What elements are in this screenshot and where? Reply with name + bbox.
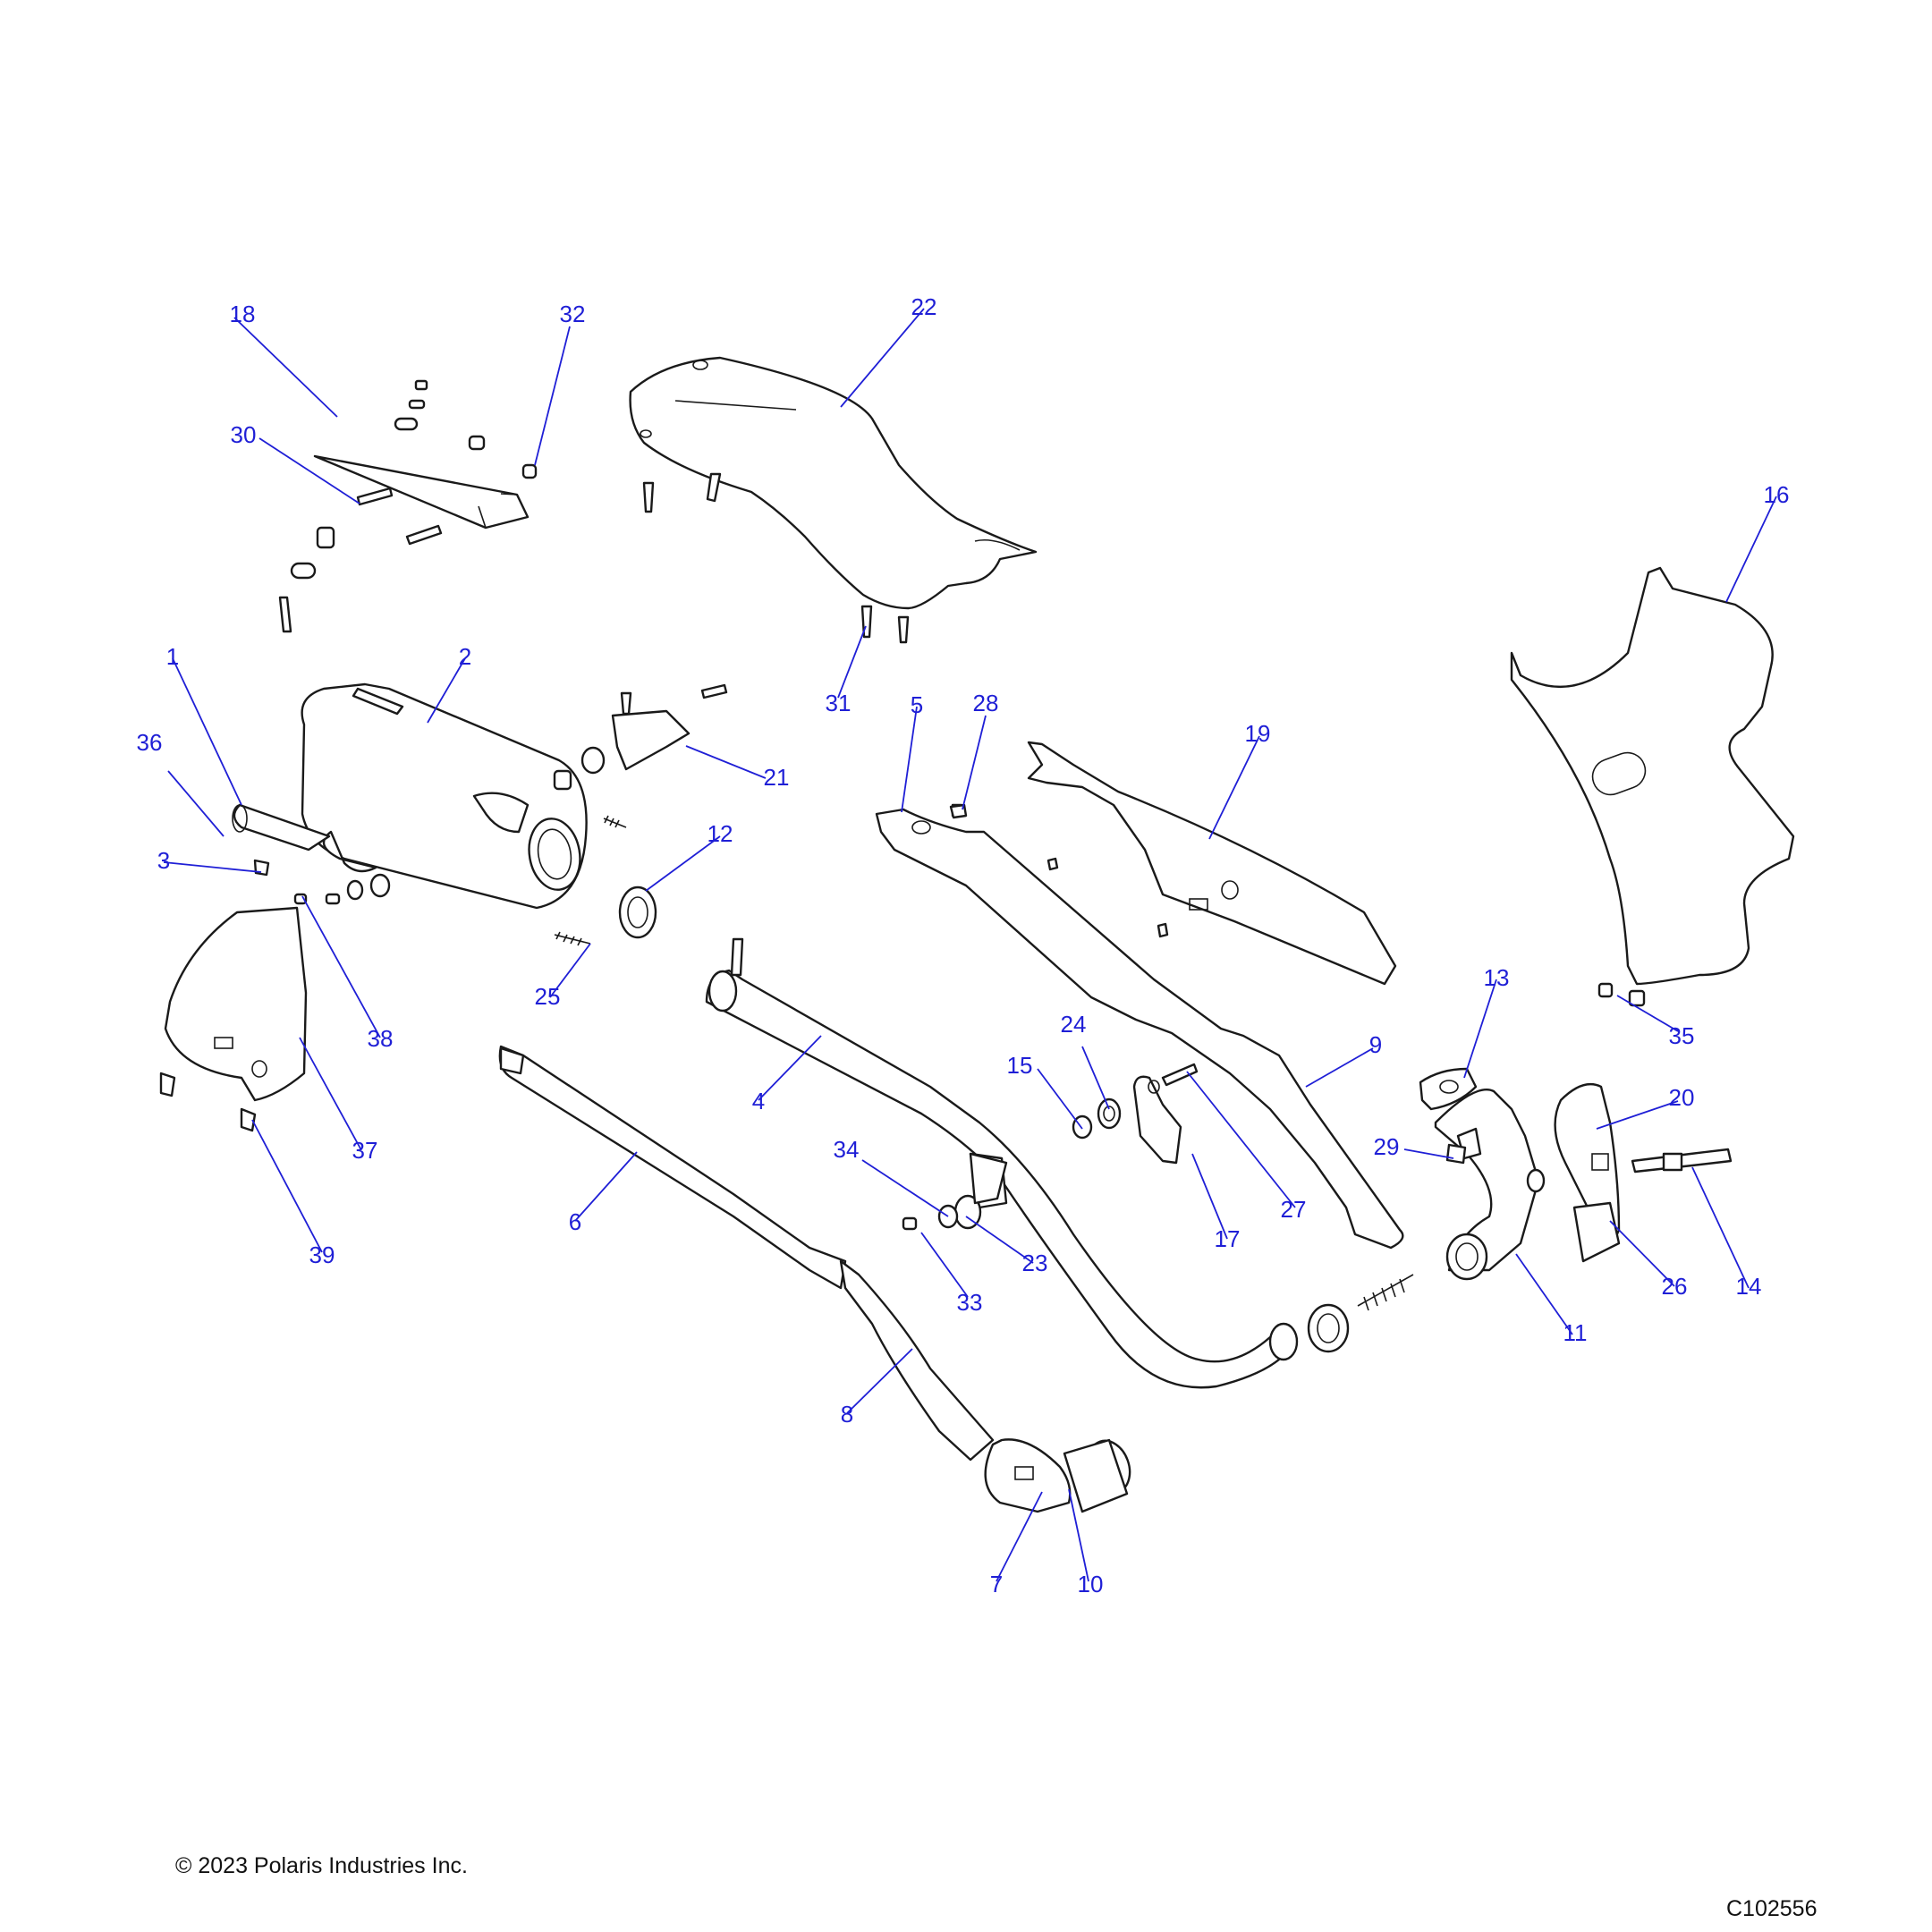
callout-22: 22 [911,293,937,320]
callout-28: 28 [973,690,999,716]
spring-and-gasket-right [1307,1143,1467,1353]
callout-9: 9 [1369,1031,1382,1058]
callout-20: 20 [1669,1084,1695,1111]
callout-35: 35 [1669,1022,1695,1049]
callout-25: 25 [535,983,561,1010]
drawing-number: C102556 [1726,1896,1818,1921]
callout-32: 32 [560,301,586,327]
callout-10: 10 [1078,1571,1104,1597]
callout-26: 26 [1662,1273,1688,1300]
callout-38: 38 [368,1025,394,1052]
part-6-pipe [498,1045,847,1290]
callout-33: 33 [957,1289,983,1316]
parts-15-24-bushings [1072,1097,1122,1140]
copyright-notice: © 2023 Polaris Industries Inc. [175,1853,468,1878]
callout-11: 11 [1563,1319,1588,1346]
callout-5: 5 [911,691,923,718]
callout-13: 13 [1484,964,1510,991]
callout-6: 6 [569,1208,581,1235]
part-11-head-pipe [1434,1089,1546,1281]
part-14-sensor [1631,1148,1733,1174]
part-18-heat-shield [313,454,530,530]
callout-3: 3 [157,847,170,874]
callout-17: 17 [1215,1225,1241,1252]
callout-12: 12 [708,820,733,847]
callout-8: 8 [841,1401,853,1428]
part-1-tip [232,803,331,852]
callout-36: 36 [137,729,163,756]
part-16-heat-shield [1510,566,1795,986]
callout-19: 19 [1245,720,1271,747]
callout-27: 27 [1281,1196,1307,1223]
part-12-gasket [618,886,657,939]
part-8-pipe [839,1259,1131,1513]
callout-31: 31 [826,690,852,716]
callout-29: 29 [1374,1133,1400,1160]
callout-21: 21 [764,764,790,791]
callout-4: 4 [752,1088,765,1114]
callout-15: 15 [1007,1052,1033,1079]
part-18-hardware [278,379,538,633]
part-20-heat-shield [1554,1082,1621,1263]
callout-34: 34 [834,1136,860,1163]
part-35-clip [1597,982,1646,1007]
callout-labels: 1 2 3 4 5 6 7 8 9 10 11 12 13 14 15 16 1… [137,293,1790,1597]
callout-2: 2 [459,643,471,670]
callout-37: 37 [352,1137,378,1164]
part-17-bracket [1132,1063,1199,1165]
callout-23: 23 [1022,1250,1048,1276]
callout-18: 18 [230,301,256,327]
part-13-gasket [1419,1067,1478,1111]
part-5-9-shield [875,808,1404,1250]
callout-30: 30 [231,421,257,448]
leader-lines [163,308,1777,1582]
part-25-springs [554,815,627,946]
callout-7: 7 [990,1571,1003,1597]
callout-39: 39 [309,1241,335,1268]
parts-23-33-34-washers [902,1152,1008,1231]
callout-1: 1 [166,643,179,670]
part-22-heat-shield [629,356,1038,610]
callout-24: 24 [1061,1011,1087,1038]
callout-14: 14 [1736,1273,1762,1300]
washers-3-38 [253,859,391,905]
part-21-bracket [553,683,728,791]
part-37-guard [159,906,308,1132]
callout-16: 16 [1764,481,1790,508]
part-2-muffler [301,682,588,910]
